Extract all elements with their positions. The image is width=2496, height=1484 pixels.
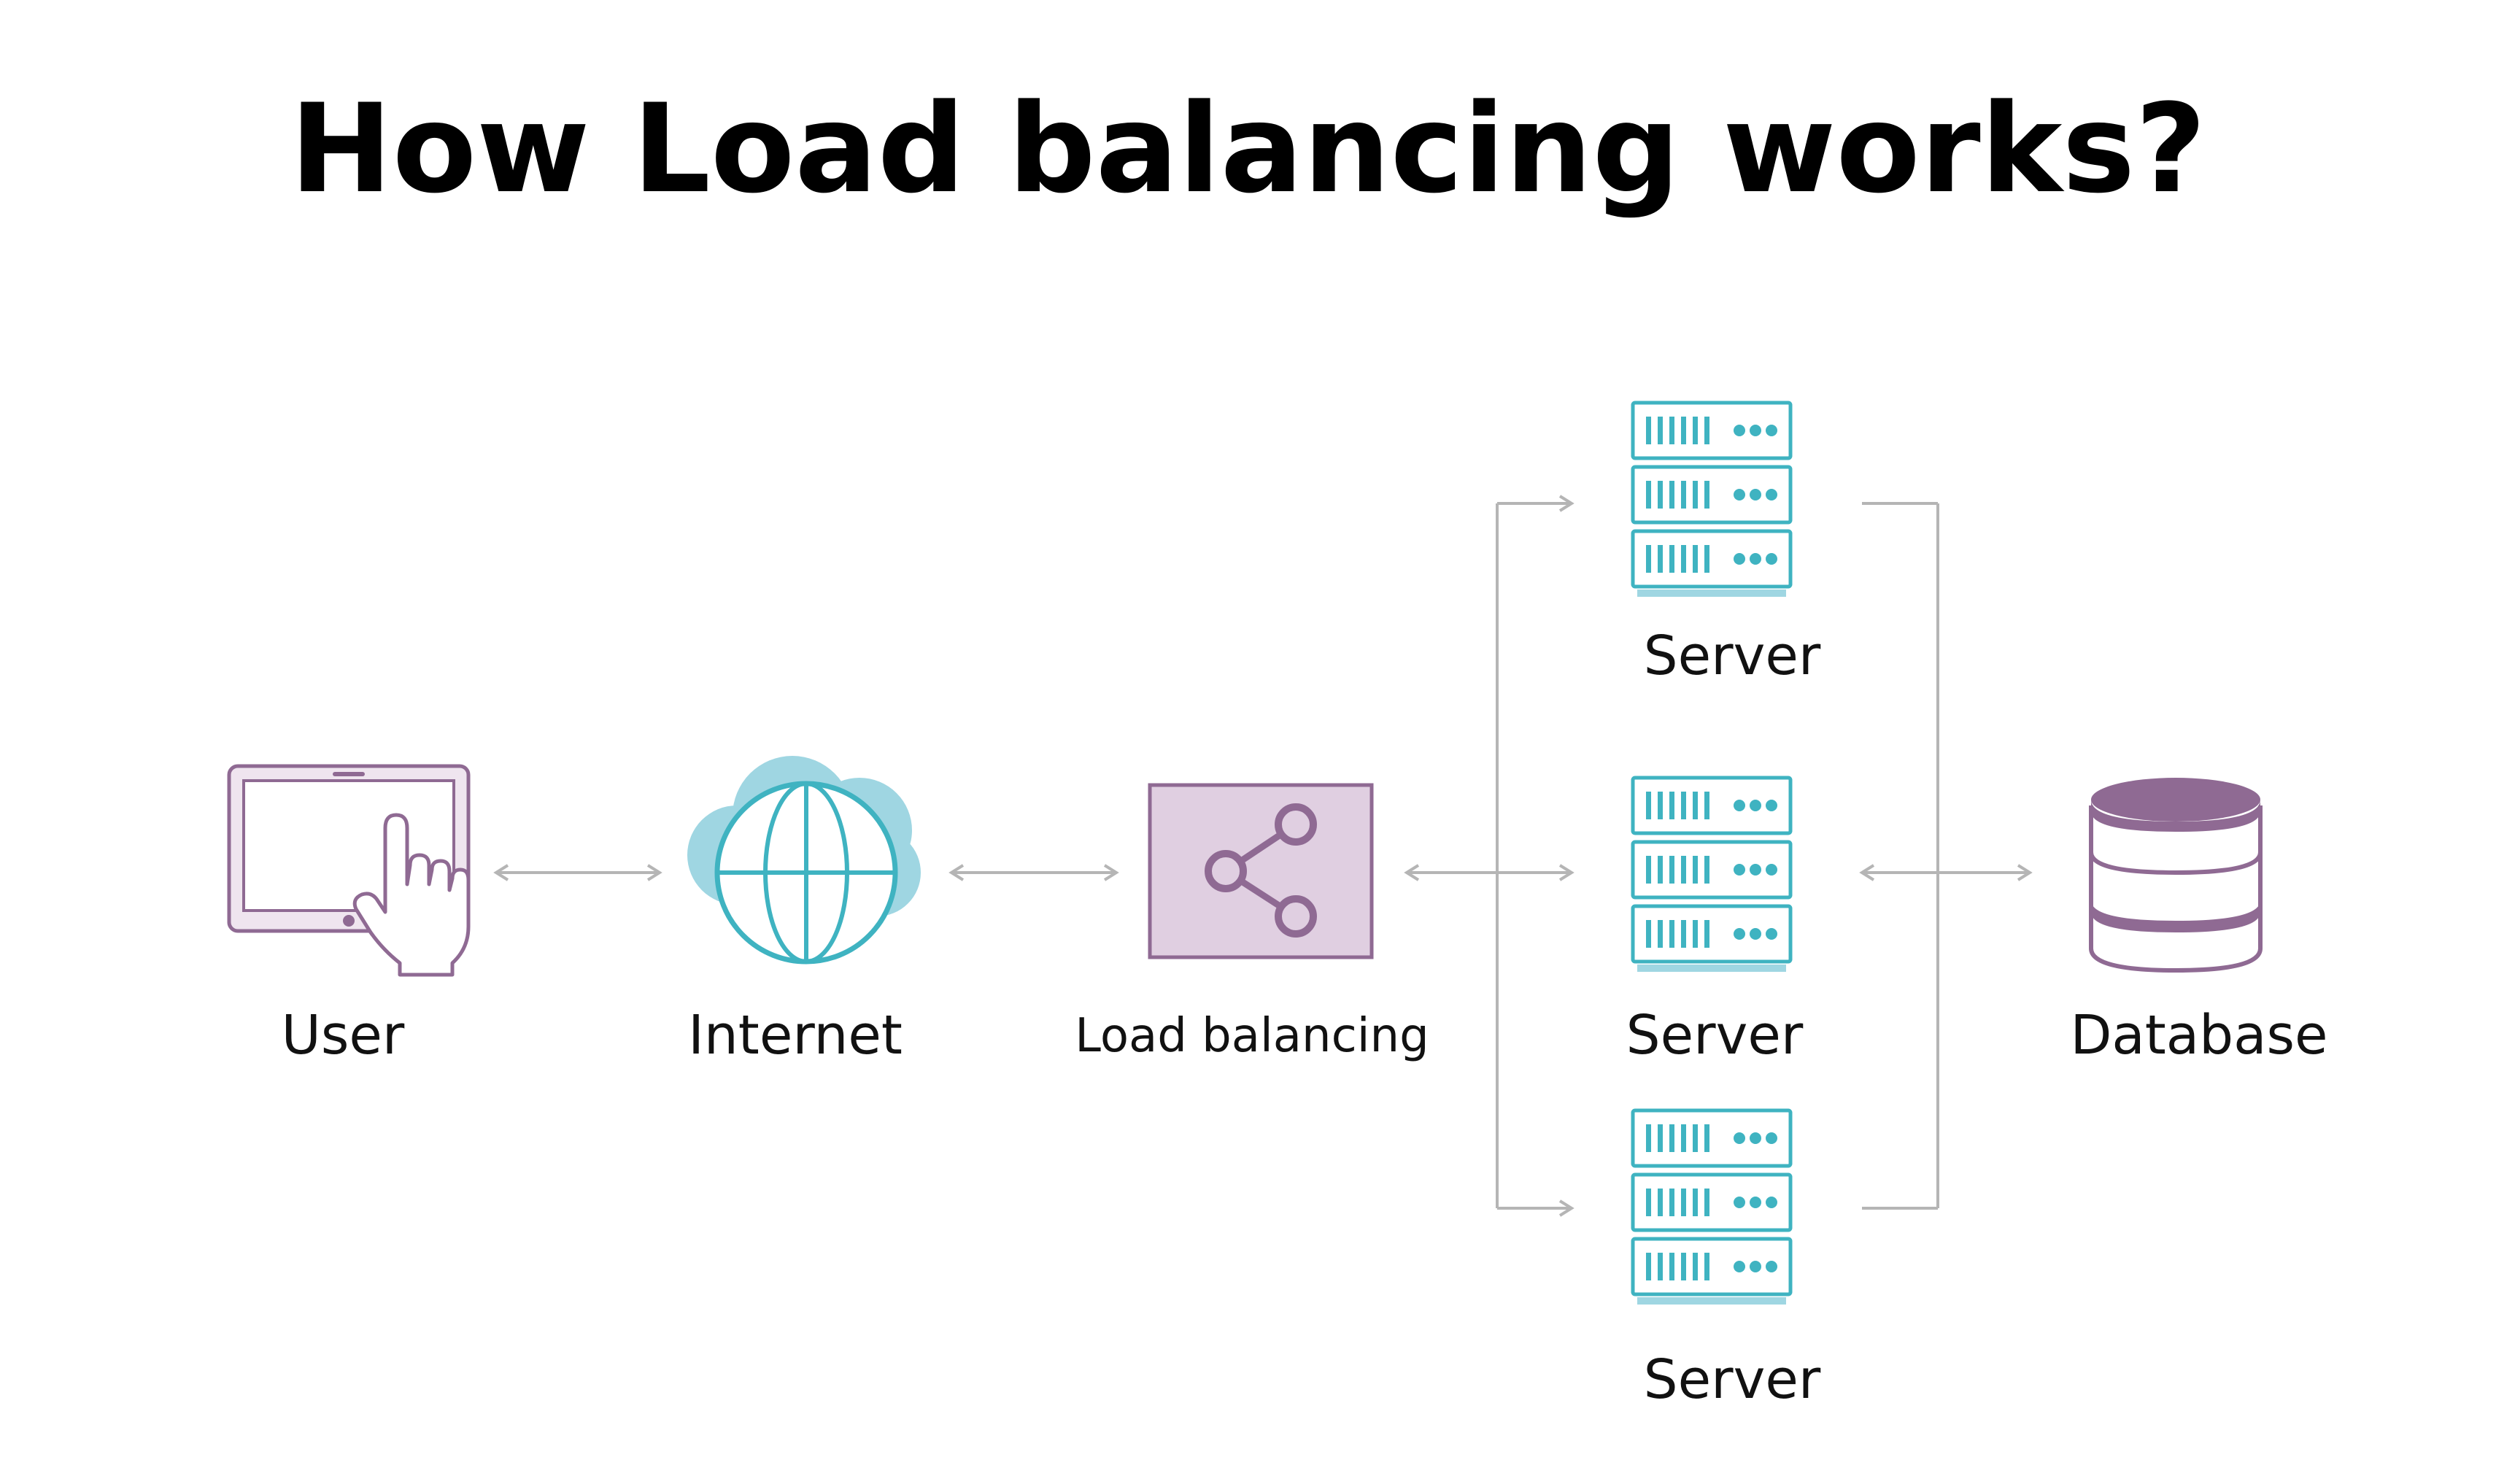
- internet-label: Internet: [688, 1004, 903, 1067]
- share-network-icon: [1148, 783, 1374, 959]
- server-top-icon: [1633, 403, 1790, 597]
- connector-lines: [496, 502, 2030, 1210]
- page-title: How Load balancing works?: [290, 77, 2206, 220]
- server-bottom-icon: [1633, 1110, 1790, 1305]
- server-bottom-label: Server: [1643, 1348, 1821, 1411]
- tablet-touch-icon: [227, 764, 471, 977]
- user-label: User: [281, 1004, 405, 1067]
- server-top-label: Server: [1643, 625, 1821, 687]
- database-cylinder-icon: [2089, 778, 2263, 973]
- database-label: Database: [2070, 1004, 2328, 1067]
- cloud-globe-icon: [687, 756, 921, 965]
- server-middle-icon: [1633, 778, 1790, 972]
- server-middle-label: Server: [1626, 1004, 1804, 1067]
- load-balancing-label: Load balancing: [1075, 1009, 1429, 1063]
